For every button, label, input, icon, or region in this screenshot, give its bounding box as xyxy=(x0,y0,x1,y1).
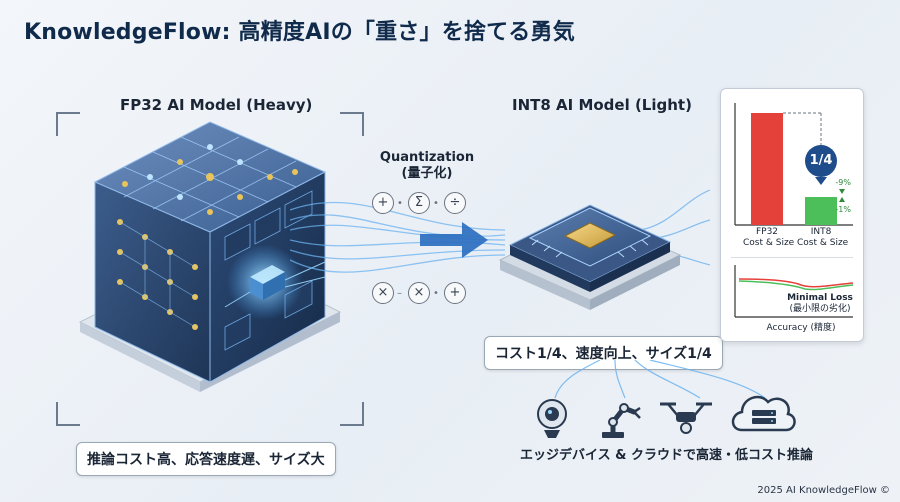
int8-bar-label-line1: INT8 xyxy=(810,227,832,237)
fp32-model-label: FP32 AI Model (Heavy) xyxy=(120,96,313,114)
op-dot: • xyxy=(433,288,439,299)
fp32-bar-label-line1: FP32 xyxy=(755,227,779,237)
frame-corner xyxy=(340,402,364,426)
webcam-icon xyxy=(537,399,567,438)
plus-op-icon: + xyxy=(372,192,394,214)
robot-arm-icon xyxy=(602,403,641,438)
quantization-label-ja: (量子化) xyxy=(401,166,453,181)
fp32-cube-illustration xyxy=(78,121,342,392)
quantization-arrow xyxy=(420,222,488,258)
times-op-icon: × xyxy=(408,282,430,304)
page-title: KnowledgeFlow: 高精度AIの「重さ」を捨てる勇気 xyxy=(24,20,575,45)
int8-model-label: INT8 AI Model (Light) xyxy=(512,96,692,114)
edge-connection-lines xyxy=(554,360,766,399)
edge-caption: エッジデバイス & クラウドで高速・低コスト推論 xyxy=(520,448,813,463)
int8-bar-label-line2: Cost & Size xyxy=(797,238,849,248)
down-arrow-icon xyxy=(815,177,827,185)
fp32-accuracy-line xyxy=(738,278,854,288)
plus-op-icon: + xyxy=(444,282,466,304)
minimal-loss-label: Minimal Loss (最小限の劣化) xyxy=(781,293,859,315)
copyright-text: 2025 AI KnowledgeFlow © xyxy=(757,485,890,496)
fp32-bar-label-line2: Cost & Size xyxy=(743,238,795,248)
delta-bottom-text: -1% xyxy=(835,205,851,214)
fp32-bar-label: FP32 Cost & Size xyxy=(743,227,795,249)
fp32-caption: 推論コスト高、応答速度遅、サイズ大 xyxy=(76,442,336,476)
comparison-panel: -9% -1% 1/4 FP32 Cost & Size INT8 Cost &… xyxy=(720,88,864,342)
quantization-label: Quantization (量子化) xyxy=(372,150,482,182)
op-dot: – xyxy=(397,288,402,299)
frame-corner xyxy=(56,112,80,136)
drone-icon xyxy=(660,402,712,434)
delta-arrow-icon xyxy=(839,197,845,202)
cost-bar-chart: -9% -1% xyxy=(734,103,853,226)
sigma-op-icon: Σ xyxy=(408,192,430,214)
chip-icon xyxy=(250,265,285,300)
int8-accuracy-line xyxy=(738,280,854,291)
accuracy-axis-label: Accuracy (精度) xyxy=(766,323,836,333)
op-dot: • xyxy=(397,198,403,209)
ratio-badge-text: 1/4 xyxy=(809,153,833,168)
network-nodes xyxy=(122,144,298,215)
ratio-badge-circle xyxy=(805,145,837,177)
delta-top-text: -9% xyxy=(835,178,851,187)
cloud-server-icon xyxy=(731,395,796,432)
delta-arrow-icon xyxy=(839,189,845,194)
op-dot: • xyxy=(433,198,439,209)
gold-core xyxy=(563,222,617,249)
quantization-label-en: Quantization xyxy=(379,150,475,165)
minimal-loss-line1: Minimal Loss xyxy=(787,293,853,303)
accuracy-line-chart xyxy=(734,265,854,318)
minimal-loss-line2: (最小限の劣化) xyxy=(789,304,851,314)
fp32-bar xyxy=(751,113,783,225)
int8-caption: コスト1/4、速度向上、サイズ1/4 xyxy=(484,336,723,370)
frame-corner xyxy=(56,402,80,426)
int8-bar xyxy=(805,197,837,225)
times-op-icon: × xyxy=(372,282,394,304)
int8-chip-illustration xyxy=(498,189,710,310)
int8-bar-label: INT8 Cost & Size xyxy=(797,227,849,249)
divide-op-icon: ÷ xyxy=(444,192,466,214)
frame-corner xyxy=(340,112,364,136)
panel-divider xyxy=(731,257,853,258)
